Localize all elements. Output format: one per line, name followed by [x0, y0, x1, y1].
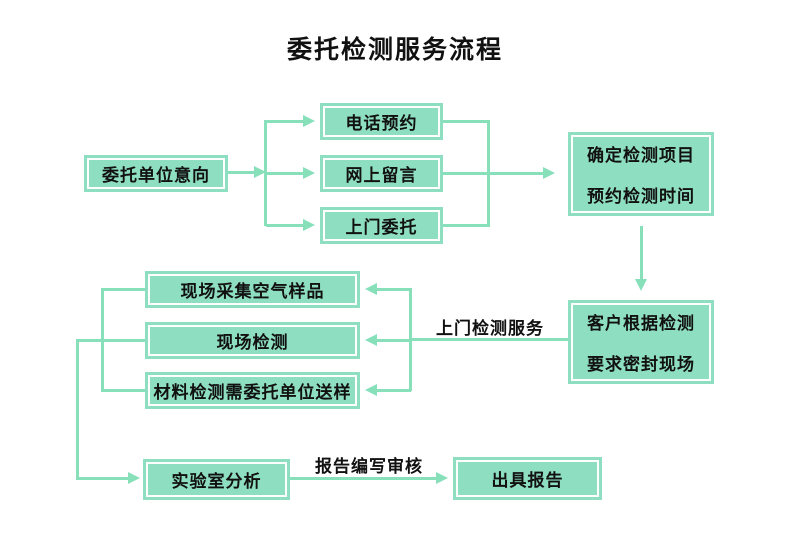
node-label: 网上留言 [345, 166, 418, 185]
connector-intent-stem [228, 171, 256, 174]
connector-onsite-out [78, 339, 145, 342]
connector-seal-out [411, 338, 568, 341]
connector-to-confirm [443, 172, 543, 175]
node-onsite-testing: 现场检测 [145, 322, 360, 359]
arrowhead-right-icon [128, 472, 140, 484]
arrowhead-down-icon [635, 279, 647, 291]
node-seal: 客户根据检测 要求密封现场 [568, 300, 714, 384]
connector-to-onsite [377, 339, 411, 342]
node-online: 网上留言 [320, 155, 443, 192]
node-confirm: 确定检测项目 预约检测时间 [568, 132, 714, 216]
node-label-line2: 预约检测时间 [587, 187, 695, 206]
connector-split-vertical [264, 120, 267, 226]
node-label: 出具报告 [491, 471, 564, 490]
arrowhead-right-icon [303, 167, 315, 179]
node-label: 现场检测 [216, 333, 289, 352]
connector-to-phone [266, 120, 304, 123]
node-intent: 委托单位意向 [84, 155, 228, 192]
connector-phone-out [443, 120, 489, 123]
node-issue-report: 出具报告 [453, 457, 602, 500]
node-label: 现场采集空气样品 [180, 282, 325, 301]
page-title: 委托检测服务流程 [286, 36, 503, 64]
node-label-line1: 确定检测项目 [587, 146, 695, 165]
node-lab-analysis: 实验室分析 [143, 459, 290, 500]
arrowhead-left-icon [365, 283, 377, 295]
node-phone: 电话预约 [320, 103, 443, 140]
arrowhead-right-icon [303, 219, 315, 231]
node-label: 上门委托 [345, 218, 418, 237]
node-label-line2: 要求密封现场 [587, 355, 695, 374]
connector-visit-out [443, 224, 489, 227]
node-visit: 上门委托 [320, 207, 443, 244]
arrowhead-right-icon [254, 166, 266, 178]
connector-to-material [377, 389, 411, 392]
arrowhead-right-icon [543, 167, 555, 179]
node-air-sampling: 现场采集空气样品 [145, 271, 360, 308]
node-material-samples: 材料检测需委托单位送样 [145, 372, 360, 409]
arrowhead-right-icon [436, 472, 448, 484]
connector-to-visit [266, 224, 304, 227]
connector-to-online [266, 172, 304, 175]
connector-to-lab [76, 477, 130, 480]
edge-label-report-review: 报告编写审核 [315, 457, 423, 476]
connector-material-out [103, 389, 145, 392]
arrowhead-left-icon [365, 384, 377, 396]
arrowhead-left-icon [365, 334, 377, 346]
connector-to-air [377, 288, 411, 291]
edge-label-door-service: 上门检测服务 [436, 319, 544, 338]
connector-down-to-lab [76, 339, 79, 480]
node-label-line1: 客户根据检测 [587, 314, 695, 333]
node-label: 材料检测需委托单位送样 [153, 383, 352, 402]
node-label: 电话预约 [345, 114, 418, 133]
node-label: 实验室分析 [171, 472, 262, 491]
connector-confirm-to-seal [640, 226, 643, 280]
connector-air-out [103, 288, 145, 291]
node-label: 委托单位意向 [102, 166, 210, 185]
connector-lab-to-report [290, 477, 438, 480]
arrowhead-right-icon [303, 115, 315, 127]
